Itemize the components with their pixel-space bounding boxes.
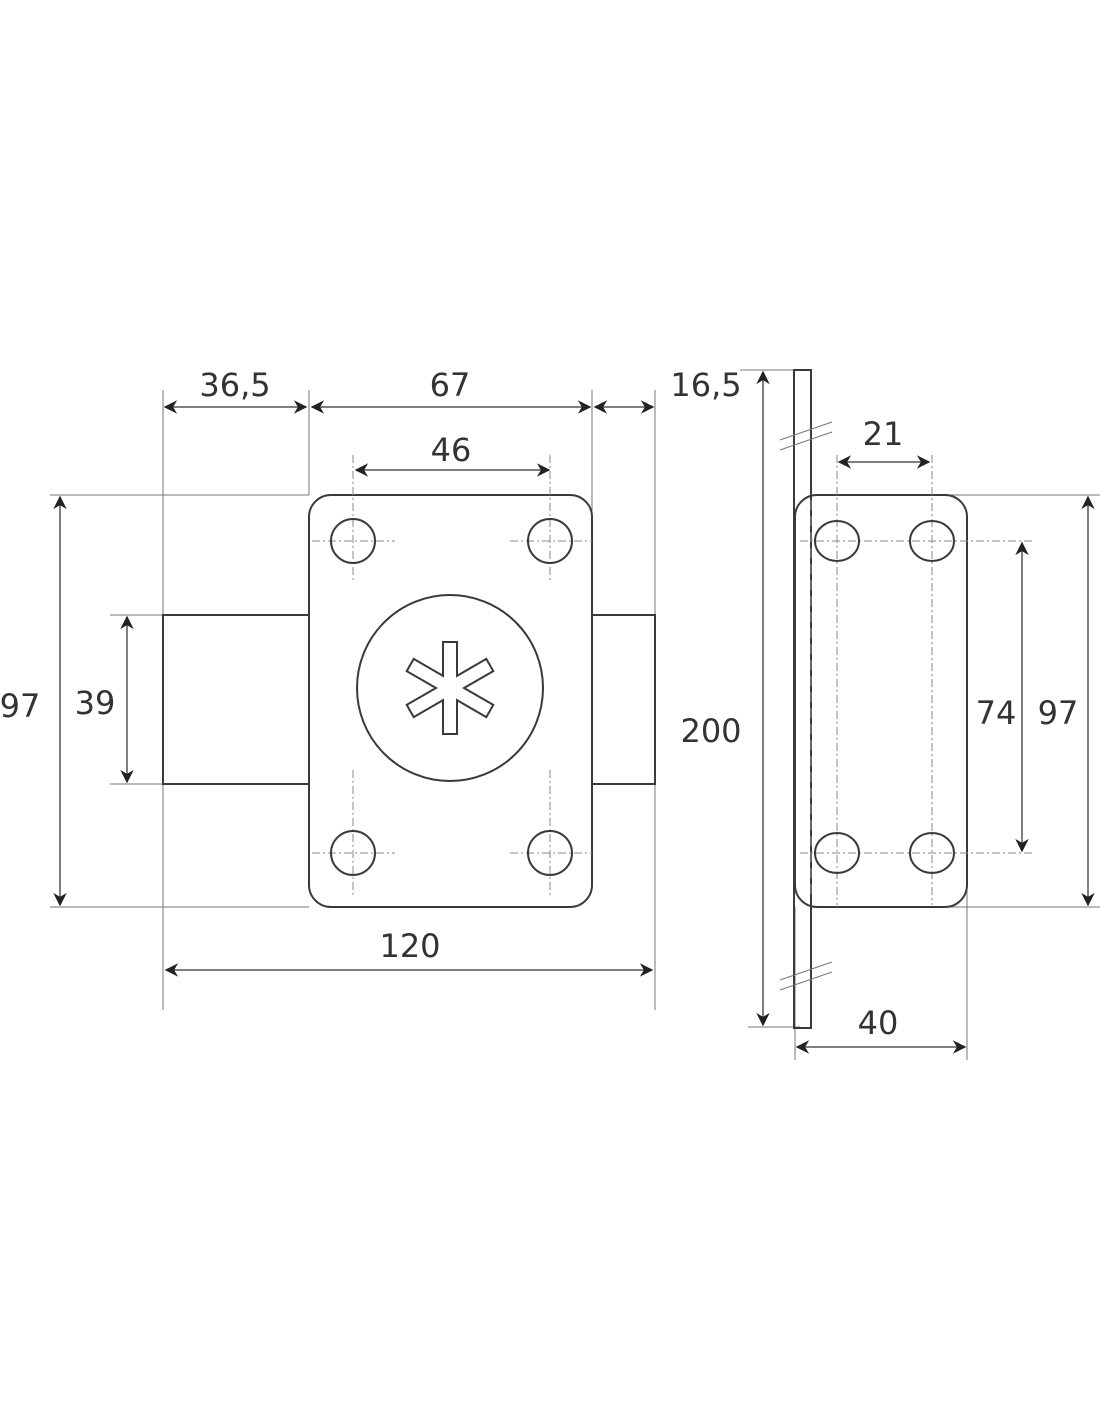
dim-label-21: 21 bbox=[863, 415, 904, 453]
door-frame-section bbox=[793, 369, 812, 1029]
dimension-arrows bbox=[53, 370, 1095, 1054]
dim-label-40: 40 bbox=[858, 1004, 899, 1042]
screw-hole-icon bbox=[330, 830, 376, 876]
dim-label-97-strike: 97 bbox=[1038, 694, 1079, 732]
strike-side-view bbox=[779, 369, 1035, 1029]
screw-hole-icon bbox=[814, 832, 860, 874]
screw-hole-icon bbox=[330, 518, 376, 564]
screw-hole-icon bbox=[527, 518, 573, 564]
dim-label-36-5: 36,5 bbox=[199, 366, 270, 404]
dim-label-97-front: 97 bbox=[0, 687, 40, 725]
star-keyway-icon bbox=[405, 641, 495, 735]
dim-label-74: 74 bbox=[976, 694, 1017, 732]
screw-hole-icon bbox=[909, 520, 955, 562]
centerlines bbox=[312, 455, 592, 895]
dim-label-39: 39 bbox=[75, 684, 116, 722]
bolt-left bbox=[162, 614, 310, 785]
screw-hole-icon bbox=[909, 832, 955, 874]
bolt-right bbox=[591, 614, 656, 785]
dim-label-120: 120 bbox=[379, 927, 440, 965]
dim-label-67: 67 bbox=[430, 366, 471, 404]
dim-label-46: 46 bbox=[431, 431, 472, 469]
screw-hole-icon bbox=[527, 830, 573, 876]
extension-lines bbox=[50, 369, 1100, 1060]
dim-label-200: 200 bbox=[680, 712, 741, 750]
strike-plate bbox=[794, 494, 968, 908]
cylinder-rosette bbox=[356, 594, 544, 782]
dim-label-16-5: 16,5 bbox=[670, 366, 741, 404]
lock-front-view bbox=[162, 455, 656, 908]
lock-plate bbox=[308, 494, 593, 908]
screw-hole-icon bbox=[814, 520, 860, 562]
